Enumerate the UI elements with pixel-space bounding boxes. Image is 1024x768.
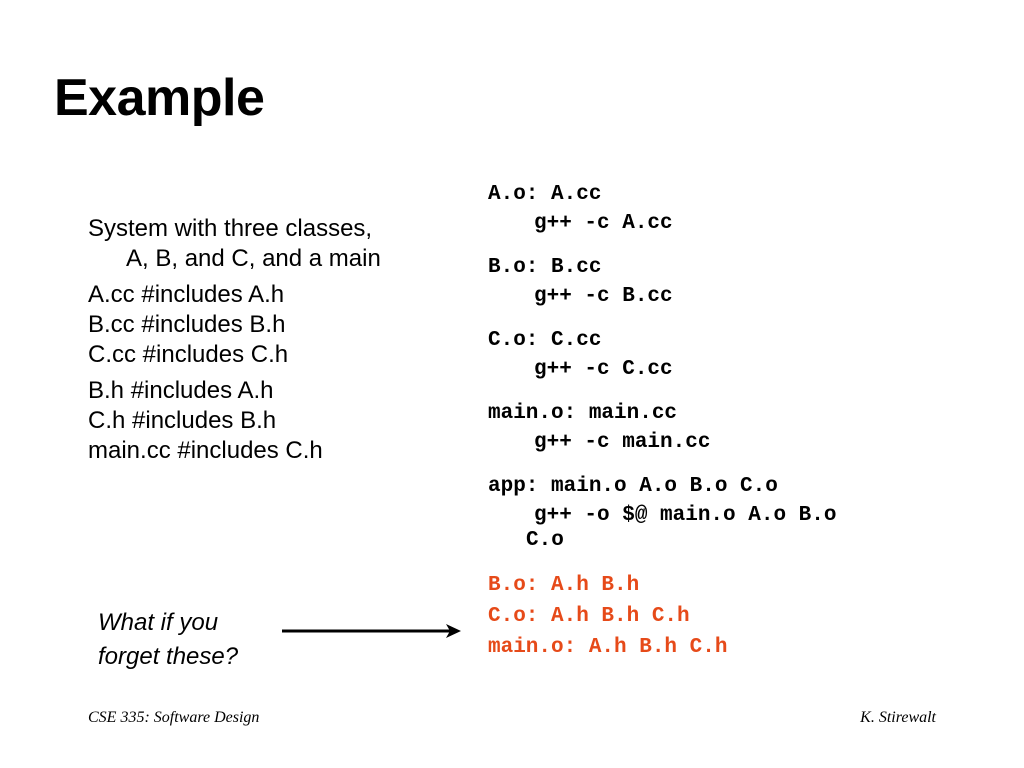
rule-target: A.o: A.cc xyxy=(488,183,602,206)
dependency-line: C.o: A.h B.h C.h xyxy=(488,605,690,628)
slide-title: Example xyxy=(54,69,265,127)
right-arrow-icon xyxy=(282,624,461,638)
make-rule: B.o: B.cc g++ -c B.cc xyxy=(488,253,1008,311)
include-line: B.h #includes A.h xyxy=(88,377,274,404)
make-rule: A.o: A.cc g++ -c A.cc xyxy=(488,180,1008,238)
rule-command-continuation: C.o xyxy=(526,529,564,552)
dependency-line: B.o: A.h B.h xyxy=(488,574,640,597)
description-line: A, B, and C, and a main xyxy=(126,245,381,272)
rule-command: g++ -c A.cc xyxy=(534,212,673,235)
include-line: main.cc #includes C.h xyxy=(88,437,323,464)
footer-course: CSE 335: Software Design xyxy=(88,709,260,726)
h-includes-list: B.h #includes A.h C.h #includes B.h main… xyxy=(88,376,448,466)
include-line: C.cc #includes C.h xyxy=(88,341,289,368)
rule-command: g++ -c main.cc xyxy=(534,431,711,454)
system-description: System with three classes, A, B, and C, … xyxy=(88,214,448,274)
include-line: A.cc #includes A.h xyxy=(88,281,285,308)
make-rule: app: main.o A.o B.o C.o g++ -o $@ main.o… xyxy=(488,472,1008,555)
header-dependencies: B.o: A.h B.h C.o: A.h B.h C.h main.o: A.… xyxy=(488,570,1008,663)
dependency-line: main.o: A.h B.h C.h xyxy=(488,636,728,659)
include-line: B.cc #includes B.h xyxy=(88,311,286,338)
rule-command: g++ -c C.cc xyxy=(534,358,673,381)
include-line: C.h #includes B.h xyxy=(88,407,277,434)
rule-target: C.o: C.cc xyxy=(488,329,602,352)
question-line: What if you xyxy=(98,609,219,636)
rule-target: B.o: B.cc xyxy=(488,256,602,279)
makefile-listing: A.o: A.cc g++ -c A.cc B.o: B.cc g++ -c B… xyxy=(488,180,1008,663)
make-rule: C.o: C.cc g++ -c C.cc xyxy=(488,326,1008,384)
rule-command: g++ -o $@ main.o A.o B.o xyxy=(534,504,837,527)
description-line: System with three classes, xyxy=(88,215,373,242)
cc-includes-list: A.cc #includes A.h B.cc #includes B.h C.… xyxy=(88,280,448,370)
description-column: System with three classes, A, B, and C, … xyxy=(88,214,448,472)
rule-target: main.o: main.cc xyxy=(488,402,678,425)
rule-target: app: main.o A.o B.o C.o xyxy=(488,475,778,498)
make-rule: main.o: main.cc g++ -c main.cc xyxy=(488,399,1008,457)
question-line: forget these? xyxy=(98,643,239,670)
question-callout: What if you forget these? xyxy=(98,606,238,674)
footer-author: K. Stirewalt xyxy=(860,709,936,726)
rule-command: g++ -c B.cc xyxy=(534,285,673,308)
